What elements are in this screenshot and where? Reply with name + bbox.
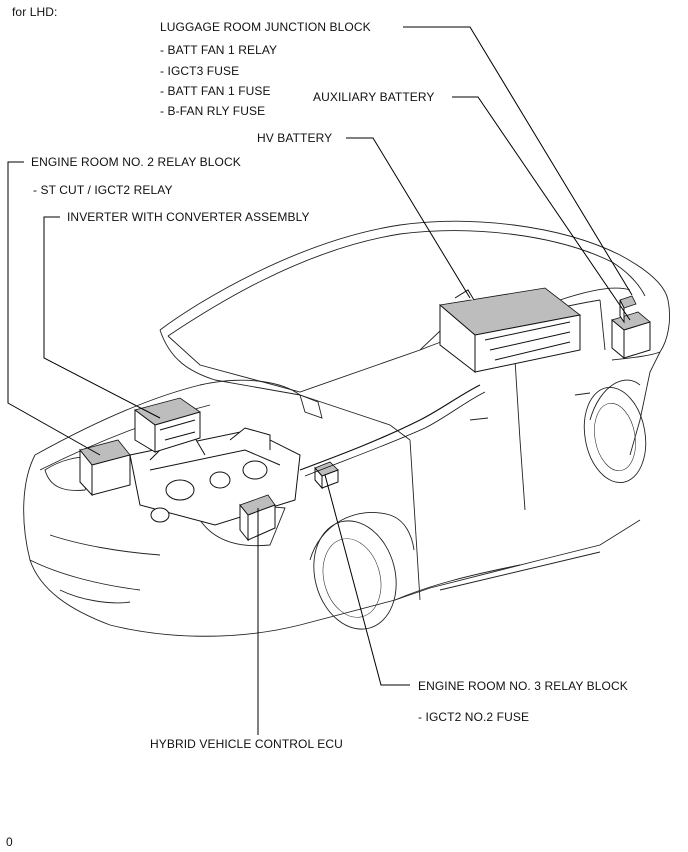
engine-room-no2-relay-block-title: ENGINE ROOM NO. 2 RELAY BLOCK	[31, 155, 241, 169]
car-body	[23, 220, 671, 637]
engine-room-no3-relay-block-title: ENGINE ROOM NO. 3 RELAY BLOCK	[418, 679, 628, 693]
leader-lines	[7, 26, 633, 735]
hv-battery-title: HV BATTERY	[257, 131, 333, 145]
hybrid-vehicle-control-ecu-title: HYBRID VEHICLE CONTROL ECU	[150, 737, 343, 751]
engine-bay	[79, 287, 651, 542]
engine-room-no2-item: - ST CUT / IGCT2 RELAY	[33, 183, 173, 197]
luggage-item: - B-FAN RLY FUSE	[160, 104, 266, 118]
engine-room-no3-item: - IGCT2 NO.2 FUSE	[418, 710, 530, 724]
region-label: for LHD:	[12, 5, 58, 19]
luggage-item: - BATT FAN 1 FUSE	[160, 84, 271, 98]
luggage-item: - BATT FAN 1 RELAY	[160, 43, 278, 57]
luggage-item: - IGCT3 FUSE	[160, 64, 240, 78]
luggage-room-junction-block-title: LUGGAGE ROOM JUNCTION BLOCK	[160, 20, 371, 34]
inverter-with-converter-assembly-title: INVERTER WITH CONVERTER ASSEMBLY	[67, 210, 310, 224]
figure-code: 0	[6, 835, 13, 849]
auxiliary-battery-title: AUXILIARY BATTERY	[313, 90, 435, 104]
